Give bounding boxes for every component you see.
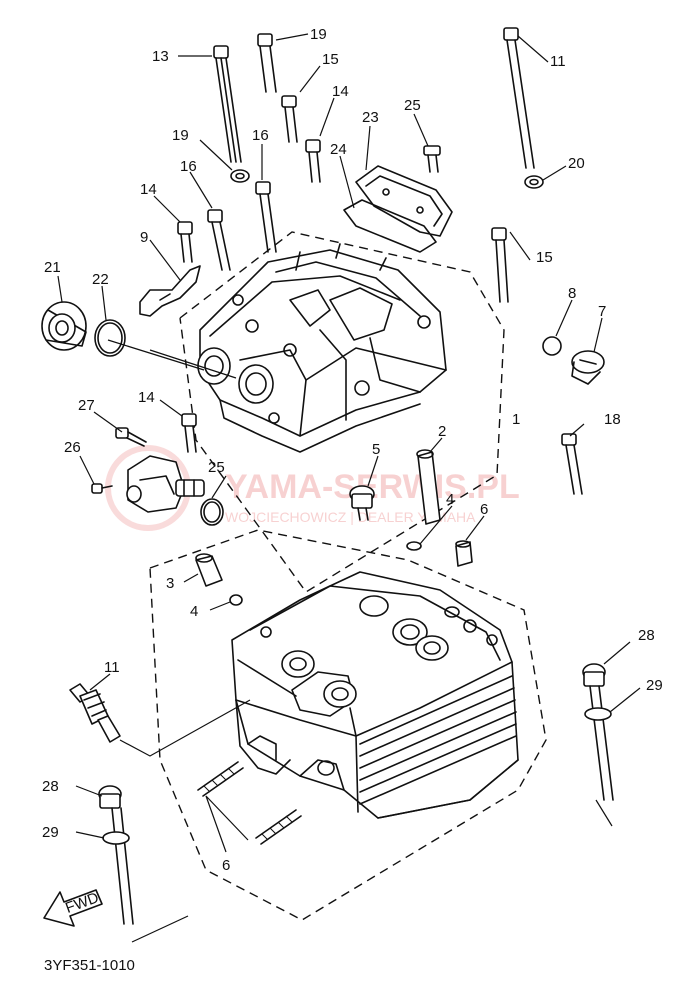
- part-29-washer-left: [102, 831, 130, 845]
- callout-22: 23: [362, 109, 379, 126]
- part-28-bolt-right: [582, 663, 614, 801]
- part-29-washer-right: [584, 707, 612, 721]
- callout-14-top: 14: [332, 83, 349, 100]
- callout-29-right: 29: [646, 677, 663, 694]
- callout-15-top: 15: [322, 51, 339, 68]
- part-7-dowel: [455, 540, 473, 567]
- callout-17: 19: [310, 26, 327, 43]
- part-23-gasket: [343, 199, 437, 253]
- callout-18: 18: [604, 411, 621, 428]
- part-18-bolt: [561, 433, 583, 495]
- part-20-cap: [41, 301, 87, 351]
- part-13-bolt: [213, 45, 242, 163]
- part-cam-chain-tensioner: [126, 455, 205, 513]
- callout-26: 26: [64, 439, 81, 456]
- part-10-bracket: [139, 265, 201, 317]
- part-14-bolt-left: [177, 221, 193, 263]
- part-14-bolt-mid: [181, 413, 197, 453]
- diagram-code: 3YF351-1010: [44, 957, 135, 974]
- callout-20: 21: [44, 259, 61, 276]
- callout-28-left: 28: [42, 778, 59, 795]
- part-19-washer-right: [524, 175, 544, 189]
- callout-14-left: 14: [140, 181, 157, 198]
- part-4-clip-left: [229, 594, 243, 606]
- part-26-screw: [91, 483, 113, 494]
- callout-28-right: 28: [638, 627, 655, 644]
- callout-13: 13: [152, 48, 169, 65]
- callout-labels: 13 19 15 14 11 19 20 16 16 14 9 23 24 25…: [42, 26, 663, 974]
- part-3-valve-guide: [195, 553, 223, 587]
- callout-11: 11: [104, 659, 120, 676]
- part-5-cap: [349, 485, 375, 521]
- part-21-o-ring: [94, 319, 126, 357]
- callout-27: 27: [78, 397, 95, 414]
- callout-14-mid: 14: [138, 389, 155, 406]
- part-8-plug: [571, 350, 605, 385]
- fwd-arrow-icon: FWD: [43, 889, 103, 927]
- part-15-bolt-top: [281, 95, 298, 143]
- callout-7: 6: [480, 501, 488, 518]
- cylinder-head: [231, 571, 519, 819]
- part-28-bolt-left: [98, 785, 134, 925]
- callout-3: 3: [166, 575, 174, 592]
- callout-2: 2: [438, 423, 446, 440]
- part-22-cover: [355, 165, 453, 237]
- callout-21: 22: [92, 271, 109, 288]
- part-16-bolt-left: [207, 209, 231, 271]
- part-4-clip-right: [406, 541, 422, 551]
- callout-10: 9: [140, 229, 148, 246]
- callout-23: 24: [330, 141, 347, 158]
- part-12-bolt: [503, 27, 535, 169]
- watermark-subtitle: WOJCIECHOWICZ | DEALER YAMAHA: [225, 509, 476, 525]
- callout-15-right: 15: [536, 249, 553, 266]
- callout-6: 6: [222, 857, 230, 874]
- part-14-bolt-top: [305, 139, 321, 183]
- part-11-spark-plug: [69, 683, 121, 743]
- part-9-o-ring: [542, 336, 562, 356]
- part-16-bolt-right: [255, 181, 277, 253]
- callout-12: 11: [550, 53, 566, 70]
- fwd-label: FWD: [63, 889, 101, 917]
- callout-4-right: 4: [446, 491, 454, 508]
- part-6-stud-upper: [197, 761, 244, 797]
- part-25-gasket: [200, 498, 224, 526]
- part-17-bolt: [257, 33, 277, 93]
- part-15-bolt-right: [491, 227, 509, 303]
- camshaft-cover: [197, 243, 447, 453]
- assembly-outline-upper: [179, 231, 505, 593]
- callout-19-left: 19: [172, 127, 189, 144]
- callout-16-right: 16: [252, 127, 269, 144]
- part-19-washer-left: [230, 169, 250, 183]
- leader-lines: [57, 33, 641, 943]
- part-6-stud-lower: [255, 809, 302, 845]
- callout-19-right: 20: [568, 155, 585, 172]
- callout-8: 7: [598, 303, 606, 320]
- callout-25: 25: [208, 459, 225, 476]
- callout-1: 1: [512, 411, 520, 428]
- callout-24: 25: [404, 97, 421, 114]
- callout-5: 5: [372, 441, 380, 458]
- callout-9: 8: [568, 285, 576, 302]
- part-24-screw: [423, 145, 441, 173]
- callout-4-left: 4: [190, 603, 198, 620]
- callout-16-left: 16: [180, 158, 197, 175]
- callout-29-left: 29: [42, 824, 59, 841]
